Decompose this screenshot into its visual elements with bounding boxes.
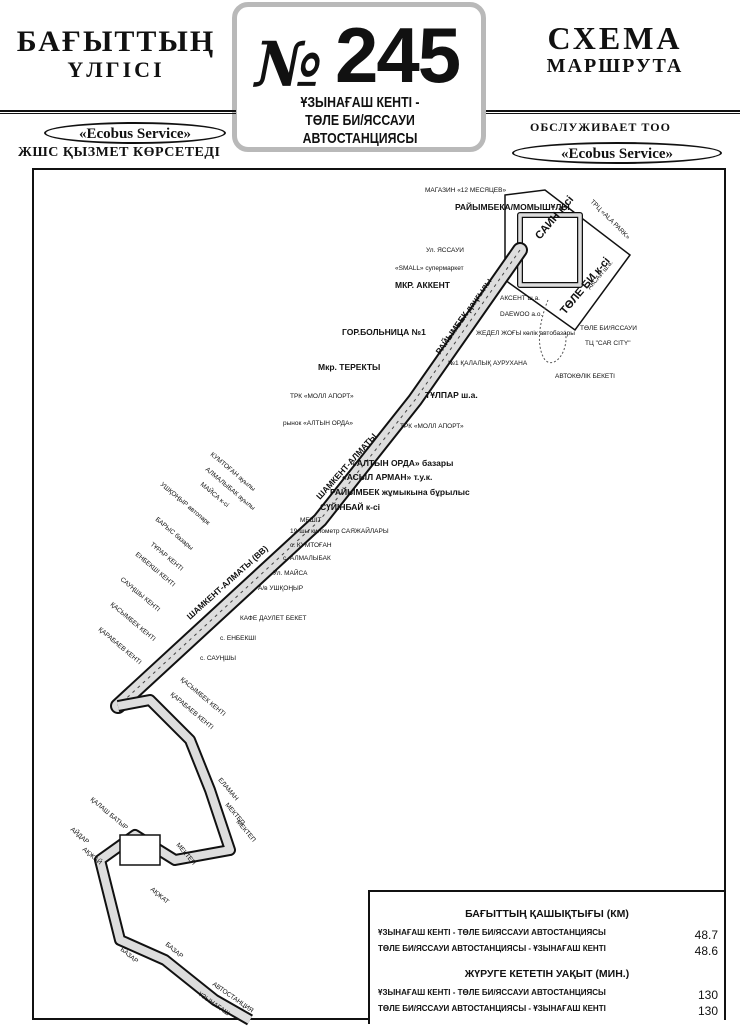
time-row-2: ТӨЛЕ БИ/ЯССАУИ АВТОСТАНЦИЯСЫ - ҰЗЫНАҒАШ … — [378, 1004, 718, 1018]
main-corridor — [110, 242, 528, 714]
stop-ushkonyr: А/в УШҚОҢЫР — [258, 585, 303, 592]
distance-row-1-label: ҰЗЫНАҒАШ КЕНТІ - ТӨЛЕ БИ/ЯССАУИ АВТОСТАН… — [378, 928, 606, 937]
time-row-2-label: ТӨЛЕ БИ/ЯССАУИ АВТОСТАНЦИЯСЫ - ҰЗЫНАҒАШ … — [378, 1004, 606, 1013]
header-rule-right-thin — [486, 113, 740, 114]
stop-yassaui: Ул. ЯССАУИ — [426, 247, 464, 254]
stop-mall-aport-left: ТРК «МОЛЛ АПОРТ» — [290, 393, 354, 400]
stop-daewoo: DAEWOO а.о. — [500, 311, 542, 318]
stop-maisa: Ул. МАЙСА — [273, 568, 308, 577]
stop-karabaev-village: ҚАРАБАЕВ КЕНТІ — [97, 626, 143, 666]
street-raiymbek-momyshuly: РАЙЫМБЕКА/МОМЫШҰЛЫ — [455, 201, 570, 212]
distance-row-1-value: 48.7 — [694, 928, 718, 942]
stop-kalash-batyr: ҚАЛАШ БАТЫР — [89, 796, 129, 831]
stop-kumtogan: с. КУМТОҒАН — [290, 542, 332, 549]
title-kazakh-line2: ҮЛГІСІ — [67, 57, 165, 82]
stop-12-months: МАГАЗИН «12 МЕСЯЦЕВ» — [425, 187, 506, 194]
stop-terekty: Мкр. ТЕРЕКТЫ — [318, 362, 380, 372]
title-kazakh: БАҒЫТТЫҢ ҮЛГІСІ — [6, 25, 226, 84]
stop-altyn-orda-bazaar: «АЛТЫН ОРДА» базары — [352, 458, 453, 468]
stop-kasymbek: ҚАСЫМБЕК КЕНТІ — [179, 676, 227, 718]
stop-hospital-1: №1 ҚАЛАЛЫҚ АУРУХАНА — [448, 360, 528, 367]
stop-akkent: МКР. АККЕНТ — [395, 280, 451, 290]
stop-akzhat: АҚЖАТ — [149, 886, 170, 905]
stop-mektep-3: МЕКТЕП — [234, 819, 257, 844]
stop-gor-hospital: ГОР.БОЛЬНИЦА №1 — [342, 327, 426, 337]
header-rule-left — [0, 110, 236, 112]
south-section — [94, 694, 253, 1026]
title-russian-line2: МАРШРУТА — [546, 55, 684, 77]
stop-almalybak: с. АЛМАЛЫБАК — [283, 555, 331, 562]
route-number: 245 — [335, 11, 461, 99]
stop-tole-bi-yassaui: ТӨЛЕ БИ/ЯССАУИ — [580, 325, 637, 332]
distance-row-1: ҰЗЫНАҒАШ КЕНТІ - ТӨЛЕ БИ/ЯССАУИ АВТОСТАН… — [378, 928, 718, 942]
stops-south: ЕЛАМАН МЕКТЕП ҚАЛАШ БАТЫР МЕКТЕП МЕКТЕП … — [69, 777, 257, 1018]
time-row-1-label: ҰЗЫНАҒАШ КЕНТІ - ТӨЛЕ БИ/ЯССАУИ АВТОСТАН… — [378, 988, 606, 997]
stop-cafe-daulet: КАФЕ ДАУЛЕТ БЕКЕТ — [240, 615, 306, 622]
route-name-line2: ТӨЛЕ БИ/ЯССАУИ АВТОСТАНЦИЯСЫ — [302, 112, 418, 147]
time-row-1: ҰЗЫНАҒАШ КЕНТІ - ТӨЛЕ БИ/ЯССАУИ АВТОСТАН… — [378, 988, 718, 1002]
route-number-sign: № — [255, 28, 323, 101]
stop-asyl-arman: «АСЫЛ АРМАН» т.у.к. — [342, 472, 432, 482]
stop-mall-aport-right: ТРК «МОЛЛ АПОРТ» — [400, 423, 464, 430]
title-kazakh-line1: БАҒЫТТЫҢ — [16, 25, 216, 58]
stop-aidar: АЙДАР — [69, 825, 92, 846]
stop-saunshy: с. САУҢШЫ — [200, 655, 236, 662]
stop-kasymbek-village: ҚАСЫМБЕК КЕНТІ — [109, 601, 157, 643]
route-info-panel: БАҒЫТТЫҢ ҚАШЫҚТЫҒЫ (КМ) ҰЗЫНАҒАШ КЕНТІ -… — [368, 890, 724, 1024]
header-rule-left-thin — [0, 113, 236, 114]
stop-avtobazar: ЖЕДЕЛ ЖОҒЫ көлік автобазары — [476, 329, 575, 337]
operator-right-badge: «Ecobus Service» — [512, 142, 722, 164]
route-name-line1: ҰЗЫНАҒАШ КЕНТІ - — [300, 94, 420, 111]
time-row-1-value: 130 — [697, 988, 718, 1002]
stop-bus-station: АВТОКӨЛІК БЕКЕТІ — [555, 373, 615, 380]
stop-suyinbay: СҮЙІНБАЙ к-сі — [320, 501, 380, 512]
stop-19km: 19-шы километр САЯЖАЙЛАРЫ — [290, 526, 389, 535]
stop-car-city: ТЦ "CAR CITY" — [585, 340, 631, 347]
title-russian: СХЕМА МАРШРУТА — [505, 20, 725, 80]
operator-left-caption: ЖШС ҚЫЗМЕТ КӨРСЕТЕДІ — [18, 145, 221, 160]
stop-saunshy-village: САУҢШЫ КЕНТІ — [119, 576, 162, 613]
route-name: ҰЗЫНАҒАШ КЕНТІ - ТӨЛЕ БИ/ЯССАУИ АВТОСТАН… — [262, 94, 459, 148]
stop-enbekshi: с. ЕНБЕКШІ — [220, 635, 256, 642]
distance-header: БАҒЫТТЫҢ ҚАШЫҚТЫҒЫ (КМ) — [465, 908, 629, 920]
stop-raiymbek-turn: РАЙЫМБЕК жұмыкына бұрылыс — [330, 486, 470, 497]
time-header: ЖҮРУГЕ КЕТЕТІН УАҚЫТ (МИН.) — [464, 968, 630, 980]
operator-right-caption: ОБСЛУЖИВАЕТ ТОО — [530, 120, 671, 134]
stop-aksent: АКСЕНТ ш.а. — [500, 295, 540, 302]
distance-row-2: ТӨЛЕ БИ/ЯССАУИ АВТОСТАНЦИЯСЫ - ҰЗЫНАҒАШ … — [378, 944, 718, 958]
distance-row-2-label: ТӨЛЕ БИ/ЯССАУИ АВТОСТАНЦИЯСЫ - ҰЗЫНАҒАШ … — [378, 944, 606, 953]
stop-meshit: МЕШІТ — [300, 517, 322, 524]
distance-row-2-value: 48.6 — [694, 944, 718, 958]
header-rule-right — [486, 110, 740, 112]
stop-elaman: ЕЛАМАН — [216, 777, 239, 803]
stop-tulpar: ТҰЛПАР ш.а. — [425, 390, 478, 400]
title-russian-line1: СХЕМА — [547, 20, 683, 56]
stops-left: Ул. ЯССАУИ «SMALL» супермаркет МКР. АККЕ… — [97, 247, 465, 666]
route-number-box — [232, 2, 486, 152]
stop-altyn-orda-market: рынок «АЛТЫН ОРДА» — [283, 420, 353, 427]
stop-ala-park: ТРЦ «ALA PARK» — [589, 198, 632, 241]
stop-small: «SMALL» супермаркет — [395, 265, 464, 272]
time-row-2-value: 130 — [697, 1004, 718, 1018]
operator-left-badge: «Ecobus Service» — [44, 122, 226, 144]
